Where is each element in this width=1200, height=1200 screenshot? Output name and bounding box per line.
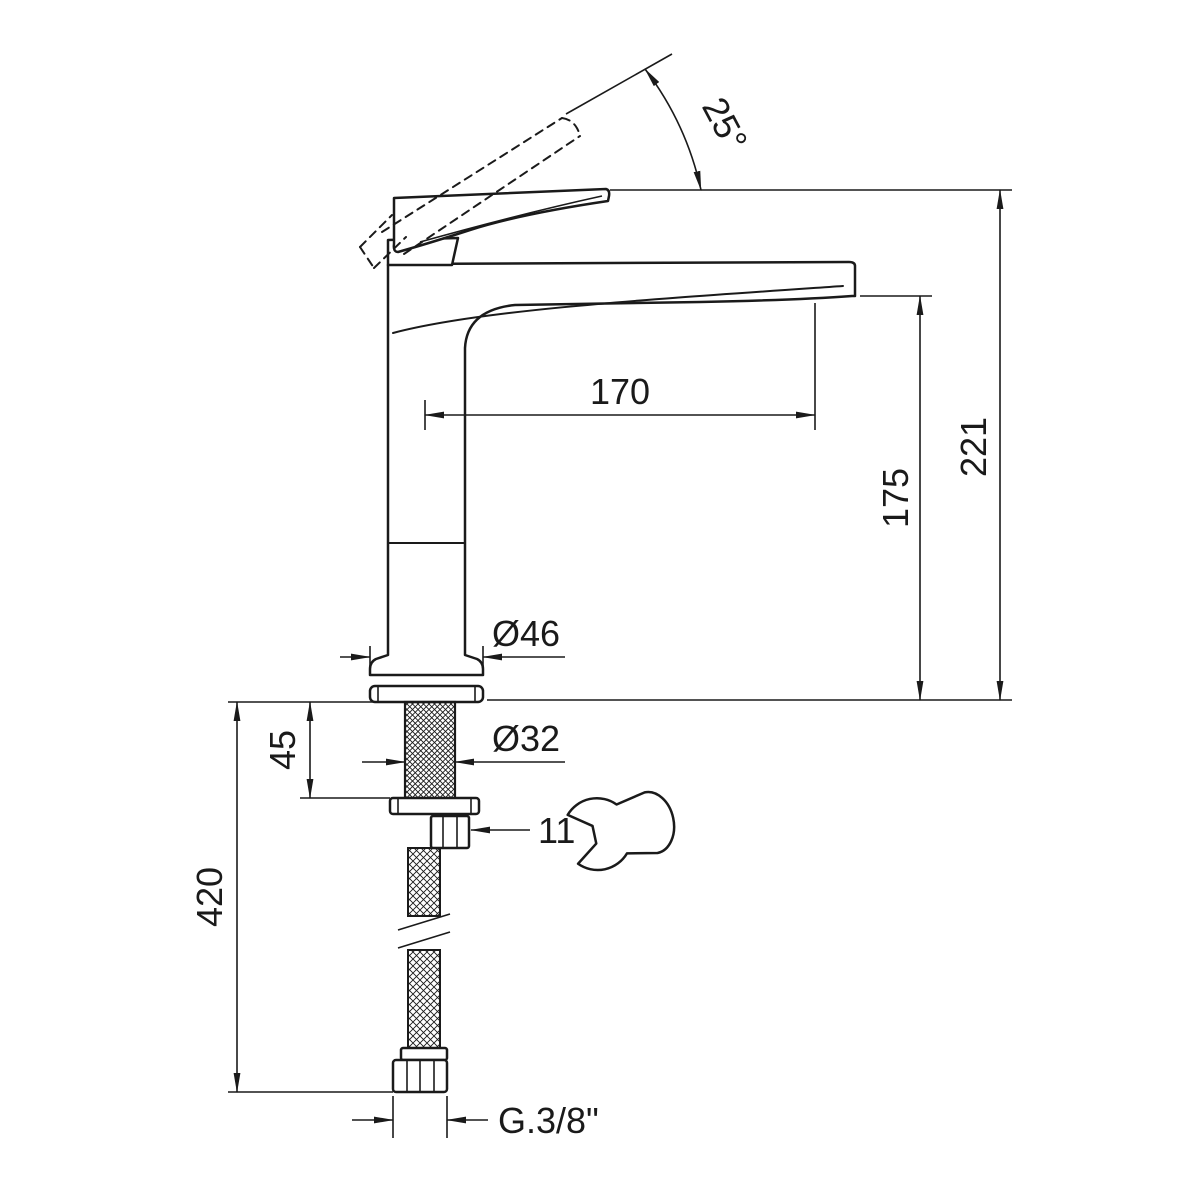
dimension-label-45: 45 bbox=[262, 730, 303, 770]
handle-crease-line bbox=[419, 195, 603, 243]
dimension-shank-diameter: Ø32 bbox=[362, 718, 565, 766]
dimension-label-d46: Ø46 bbox=[492, 613, 560, 654]
dimension-shank-length: 45 bbox=[228, 701, 405, 799]
faucet-body bbox=[368, 187, 857, 677]
dimension-label-11: 11 bbox=[538, 810, 575, 851]
body-spout-outline bbox=[368, 260, 857, 677]
dashed-cap-edge-1 bbox=[359, 214, 393, 248]
dimension-label-175: 175 bbox=[875, 468, 916, 528]
dashed-lever-top-edge bbox=[381, 117, 563, 233]
dashed-lever-bottom-edge bbox=[403, 135, 581, 255]
hose-collar bbox=[399, 1046, 449, 1062]
wrench-shape bbox=[566, 790, 676, 872]
wrench-icon bbox=[566, 790, 676, 872]
dimension-base-diameter: Ø46 bbox=[340, 613, 565, 668]
dimension-spout-height: 175 bbox=[487, 295, 1012, 701]
dimension-label-420: 420 bbox=[189, 867, 230, 927]
dimension-handle-angle: 25° bbox=[565, 53, 1012, 191]
hose-break-line-2 bbox=[397, 931, 451, 949]
mounting-nut bbox=[429, 814, 471, 850]
dimension-label-angle: 25° bbox=[694, 90, 756, 157]
base-deck-disc bbox=[368, 684, 485, 704]
dimension-total-height: 221 bbox=[953, 189, 1004, 701]
dimension-spout-reach: 170 bbox=[424, 303, 816, 430]
braided-hose-lower bbox=[407, 949, 441, 1049]
mounting-washer bbox=[388, 796, 481, 816]
dimension-label-221: 221 bbox=[953, 417, 994, 477]
dimension-nut-size: 11 bbox=[470, 810, 575, 851]
spout-crease-line bbox=[392, 285, 844, 334]
angle-extension-line bbox=[565, 53, 673, 115]
braided-hose-upper bbox=[407, 847, 441, 917]
dimension-label-d32: Ø32 bbox=[492, 718, 560, 759]
handle-open-position-dashed bbox=[359, 117, 581, 269]
dashed-lever-tip bbox=[561, 117, 581, 137]
dimension-connection-thread: G.3/8" bbox=[352, 1096, 599, 1141]
dimension-label-g38: G.3/8" bbox=[498, 1100, 599, 1141]
angle-arc bbox=[644, 68, 702, 191]
supply-hose bbox=[391, 847, 451, 1094]
dimension-label-170: 170 bbox=[590, 371, 650, 412]
dashed-cap-edge-2 bbox=[373, 236, 407, 269]
dashed-cap-edge-3 bbox=[359, 246, 375, 269]
threaded-shank bbox=[403, 700, 457, 800]
mounting-hardware bbox=[368, 684, 485, 850]
hose-break-line-1 bbox=[397, 913, 451, 931]
dimension-hose-length: 420 bbox=[189, 701, 393, 1093]
